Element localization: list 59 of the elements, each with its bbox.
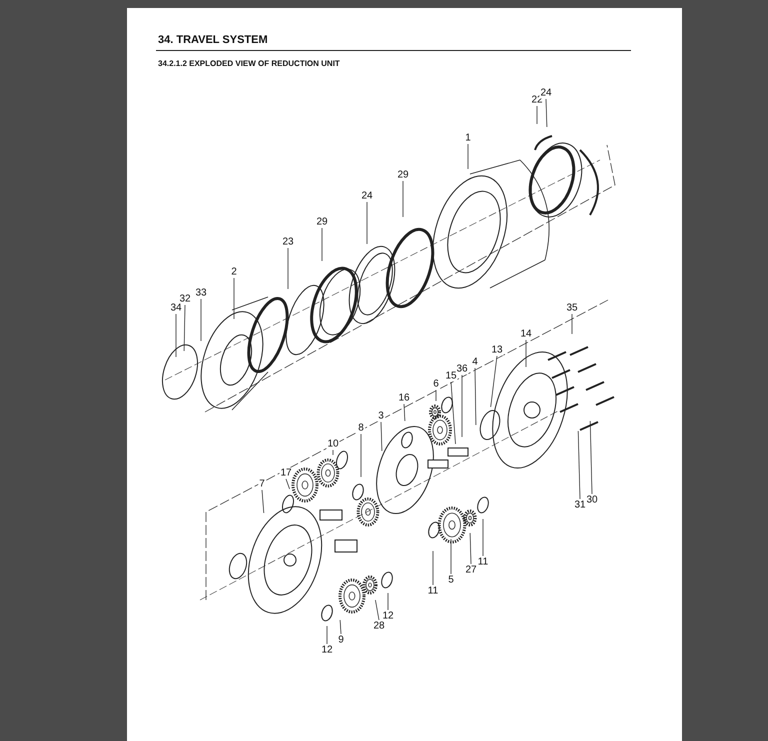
callout-number: 29 (315, 216, 329, 228)
leader-line (474, 368, 476, 426)
leader-line (332, 450, 334, 456)
leader-line (490, 356, 498, 408)
section-subtitle: 34.2.1.2 EXPLODED VIEW OF REDUCTION UNIT (158, 59, 340, 68)
callout-number: 31 (573, 500, 587, 510)
callout-number: 23 (281, 236, 295, 248)
leader-line (286, 478, 290, 490)
leader-line (200, 298, 202, 342)
leader-line (470, 532, 472, 564)
callout-number: 27 (464, 564, 478, 576)
callout-number: 16 (397, 392, 411, 404)
leader-line (326, 626, 328, 644)
callout-number: 11 (426, 586, 440, 596)
callout-number: 17 (279, 468, 293, 478)
callout-number: 8 (357, 422, 365, 434)
callout-number: 9 (337, 634, 345, 646)
callout-number: 14 (519, 328, 533, 340)
leader-line (184, 304, 186, 352)
callout-number: 30 (585, 494, 599, 506)
callout-number: 5 (447, 574, 455, 586)
leader-line (366, 202, 368, 244)
callout-number: 12 (320, 644, 334, 656)
callout-number: 13 (490, 344, 504, 356)
leader-line (432, 550, 434, 586)
leader-line (450, 538, 452, 574)
callout-number: 6 (432, 378, 440, 390)
callout-number: 2 (230, 266, 238, 278)
callout-number: 1 (464, 132, 472, 144)
section-title: 34. TRAVEL SYSTEM (158, 34, 268, 46)
leader-line (404, 404, 406, 422)
callout-number: 10 (326, 438, 340, 450)
callout-number: 4 (471, 356, 479, 368)
leader-line (340, 620, 342, 634)
callout-number: 15 (444, 370, 458, 382)
callout-number: 34 (169, 302, 183, 314)
callout-number: 24 (539, 88, 553, 98)
leader-line (536, 106, 538, 124)
callout-number: 36 (455, 364, 469, 374)
callout-number: 24 (360, 190, 374, 202)
leader-line (482, 518, 484, 556)
callout-number: 28 (372, 620, 386, 632)
callout-number: 12 (381, 610, 395, 622)
callout-number: 33 (194, 288, 208, 298)
callout-number: 3 (377, 410, 385, 422)
callout-number: 11 (476, 556, 490, 568)
leader-line (375, 600, 380, 620)
leader-line (262, 490, 264, 514)
callout-number: 35 (565, 302, 579, 314)
leader-line (360, 434, 362, 478)
leader-line (578, 430, 580, 500)
leader-line (402, 180, 404, 218)
leader-line (590, 420, 592, 494)
callout-number: 29 (396, 170, 410, 180)
callout-number: 32 (178, 294, 192, 304)
leader-line (380, 422, 382, 452)
leader-line (546, 98, 548, 128)
callout-number: 7 (258, 478, 266, 490)
leader-line (450, 382, 456, 444)
